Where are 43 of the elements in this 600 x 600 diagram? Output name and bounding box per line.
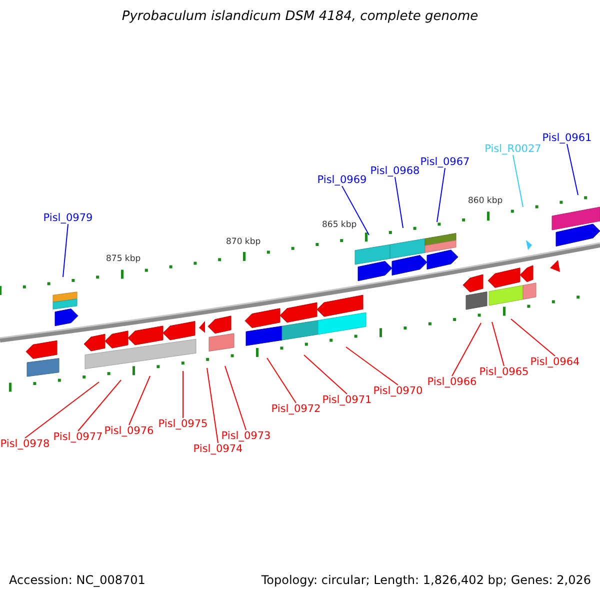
leader-line: [128, 376, 150, 426]
gene-label: Pisl_0968: [370, 165, 420, 178]
gene-label: Pisl_0969: [317, 174, 367, 186]
gene-label: Pisl_0964: [530, 356, 580, 368]
leader-line: [78, 380, 122, 432]
leader-line: [182, 370, 184, 418]
gene-label: Pisl_0979: [43, 212, 93, 224]
leader-line: [304, 354, 348, 394]
leader-line: [566, 144, 578, 196]
leader-line: [346, 346, 398, 386]
scale-label: 860 kbp: [468, 197, 503, 206]
gene-label: Pisl_0961: [542, 132, 592, 144]
scale-label: 870 kbp: [226, 238, 261, 248]
leader-line: [492, 322, 504, 366]
gene-label: Pisl_0971: [322, 394, 372, 406]
scale-label: 865 kbp: [322, 221, 357, 230]
leader-line: [452, 322, 482, 376]
gene-label: Pisl_0975: [158, 418, 208, 430]
gene-label: Pisl_R0027: [484, 143, 542, 156]
leader-line: [510, 318, 556, 356]
genome-info-text: Topology: circular; Length: 1,826,402 bp; Genes: 2,026: [261, 574, 591, 588]
leader-line: [24, 382, 100, 438]
leader-line: [62, 224, 68, 278]
leader-line: [206, 368, 218, 444]
gene-label: Pisl_0967: [420, 156, 470, 168]
gene-label: Pisl_0972: [271, 403, 321, 416]
leader-line: [224, 366, 246, 430]
leader-line: [394, 176, 404, 228]
gene-label: Pisl_0970: [373, 385, 423, 398]
gene-label: Pisl_0966: [427, 376, 477, 388]
gene-label: Pisl_0977: [53, 431, 103, 444]
leader-line: [512, 154, 524, 208]
gene-label: Pisl_0965: [479, 366, 529, 378]
gene-label: Pisl_0973: [221, 430, 271, 442]
scale-label: 875 kbp: [106, 255, 141, 264]
leader-line: [436, 168, 446, 222]
gene-label: Pisl_0974: [193, 443, 243, 456]
leader-line: [342, 186, 370, 236]
leader-line: [266, 358, 296, 404]
accession-text: Accession: NC_008701: [9, 574, 146, 588]
title: Pyrobaculum islandicum DSM 4184, complete genome: [120, 10, 480, 24]
gene-label: Pisl_0978: [0, 438, 50, 450]
gene-label: Pisl_0976: [104, 425, 154, 438]
